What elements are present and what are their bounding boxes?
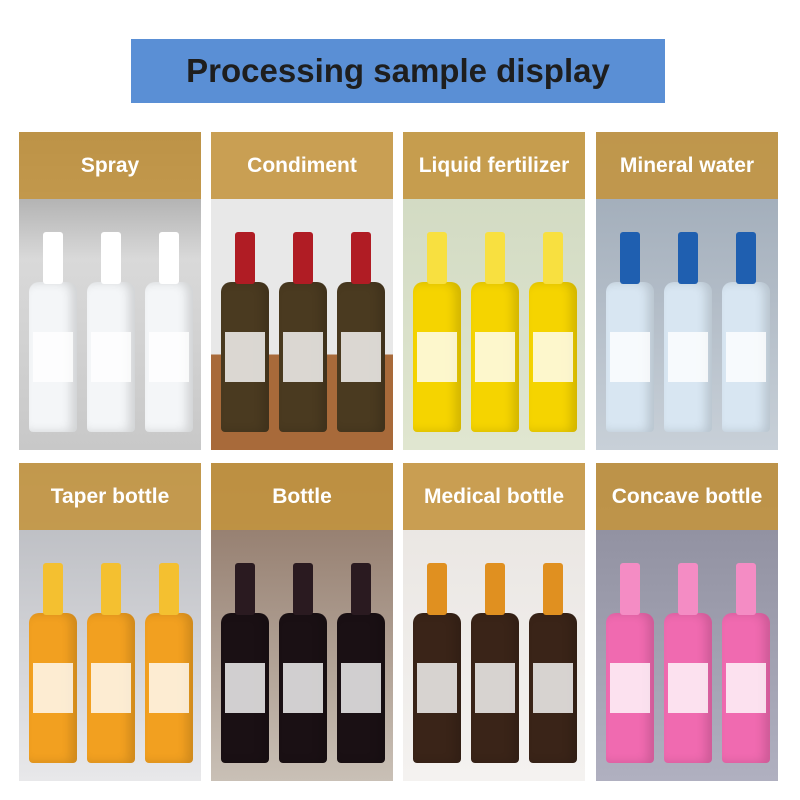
bottle-label <box>341 332 381 382</box>
sample-label-band: Spray <box>19 132 201 199</box>
sample-label: Spray <box>80 153 140 177</box>
sample-card-liquid-fertilizer: Liquid fertilizer <box>403 132 585 450</box>
sample-label: Medical bottle <box>423 484 565 508</box>
bottle-label <box>283 663 323 713</box>
bottle-label <box>668 332 708 382</box>
sample-card-taper-bottle: Taper bottle <box>19 463 201 781</box>
bottle-cap <box>43 232 63 284</box>
bottle-label <box>149 332 189 382</box>
sample-photo <box>19 463 201 781</box>
bottle-label <box>475 332 515 382</box>
bottle-cap <box>159 563 179 615</box>
bottle-label <box>91 332 131 382</box>
bottle-label <box>341 663 381 713</box>
bottle-cap <box>543 232 563 284</box>
bottle-cap <box>159 232 179 284</box>
sample-label-band: Condiment <box>211 132 393 199</box>
bottle-label <box>225 332 265 382</box>
sample-label: Taper bottle <box>50 484 170 508</box>
sample-card-bottle: Bottle <box>211 463 393 781</box>
bottle-label <box>91 663 131 713</box>
bottle-cap <box>293 563 313 615</box>
bottle-label <box>417 332 457 382</box>
bottle-label <box>475 663 515 713</box>
bottle-cap <box>678 232 698 284</box>
bottle-label <box>533 332 573 382</box>
bottle-label <box>149 663 189 713</box>
bottle-cap <box>351 563 371 615</box>
bottle-cap <box>235 563 255 615</box>
bottle-cap <box>543 563 563 615</box>
sample-card-condiment: Condiment <box>211 132 393 450</box>
sample-label-band: Bottle <box>211 463 393 530</box>
bottle-cap <box>293 232 313 284</box>
sample-card-spray: Spray <box>19 132 201 450</box>
bottle-label <box>726 332 766 382</box>
sample-card-medical-bottle: Medical bottle <box>403 463 585 781</box>
bottle-label <box>33 663 73 713</box>
sample-label-band: Taper bottle <box>19 463 201 530</box>
sample-label-band: Liquid fertilizer <box>403 132 585 199</box>
bottle-cap <box>351 232 371 284</box>
title-banner: Processing sample display <box>131 39 665 103</box>
bottle-cap <box>43 563 63 615</box>
bottle-cap <box>736 232 756 284</box>
sample-label: Mineral water <box>619 153 755 177</box>
sample-label-band: Medical bottle <box>403 463 585 530</box>
bottle-cap <box>620 232 640 284</box>
bottle-cap <box>427 232 447 284</box>
bottle-label <box>726 663 766 713</box>
sample-label: Liquid fertilizer <box>418 153 570 177</box>
bottle-cap <box>736 563 756 615</box>
sample-label: Bottle <box>272 484 332 508</box>
sample-card-mineral-water: Mineral water <box>596 132 778 450</box>
bottle-cap <box>678 563 698 615</box>
page-title: Processing sample display <box>186 52 610 89</box>
sample-card-concave-bottle: Concave bottle <box>596 463 778 781</box>
bottle-label <box>33 332 73 382</box>
bottle-cap <box>101 232 121 284</box>
sample-label-band: Concave bottle <box>596 463 778 530</box>
bottle-cap <box>101 563 121 615</box>
bottle-label <box>533 663 573 713</box>
bottle-label <box>417 663 457 713</box>
bottle-cap <box>485 563 505 615</box>
bottle-label <box>610 332 650 382</box>
bottle-cap <box>427 563 447 615</box>
sample-label: Concave bottle <box>611 484 763 508</box>
bottle-cap <box>485 232 505 284</box>
bottle-label <box>225 663 265 713</box>
sample-label-band: Mineral water <box>596 132 778 199</box>
bottle-label <box>283 332 323 382</box>
bottle-label <box>610 663 650 713</box>
sample-label: Condiment <box>247 153 357 177</box>
bottle-label <box>668 663 708 713</box>
bottle-cap <box>620 563 640 615</box>
bottle-cap <box>235 232 255 284</box>
